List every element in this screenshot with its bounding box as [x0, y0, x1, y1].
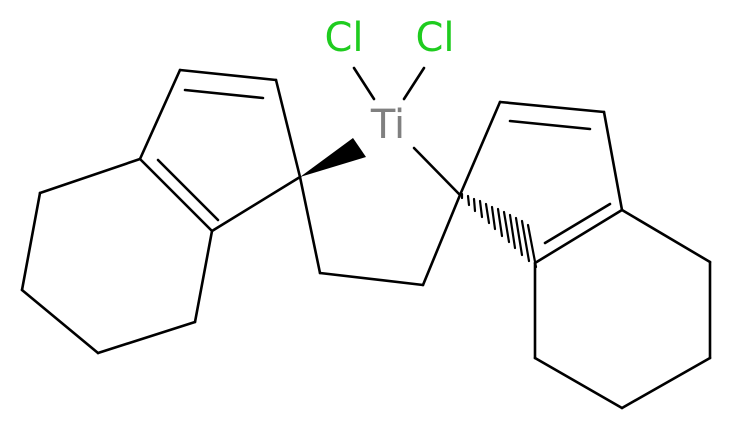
cl-left-atom-label: Cl — [324, 15, 363, 61]
cl-right-atom-label: Cl — [415, 15, 454, 61]
ti-atom-label: Ti — [370, 102, 405, 148]
bond-bridge-2 — [318, 271, 425, 287]
bond-left-ring-right — [274, 78, 302, 179]
hashed-bond-right-fused — [460, 192, 538, 269]
bond-left-ring-upper — [138, 68, 182, 161]
bond-bridge-3 — [421, 193, 462, 287]
bond-left-ring-top — [178, 68, 278, 82]
atom-labels: Ti Cl Cl — [324, 15, 454, 148]
bond-left-fused — [138, 157, 214, 233]
bond-ti-cl-right — [402, 66, 426, 101]
bond-right-ring-top — [498, 100, 606, 114]
bond-left-cyclohexane-3 — [20, 288, 100, 355]
bond-left-fused-inner — [156, 158, 220, 222]
bond-left-cyclohexane-1 — [38, 157, 142, 195]
bond-right-cyclohexane-1 — [620, 208, 712, 264]
bond-right-ring-upper — [458, 100, 502, 197]
bond-left-cyclohexane-5 — [193, 229, 214, 324]
bond-right-cyclohexane-3 — [620, 356, 712, 410]
stereo-bonds — [300, 138, 538, 269]
bond-right-fused-inner — [543, 202, 612, 245]
bond-ti-cl-left — [352, 66, 376, 101]
bond-right-cyclohexane-4 — [533, 356, 624, 410]
bond-right-fused — [533, 208, 624, 265]
bond-left-ring-top-inner — [183, 88, 265, 100]
bond-right-ring-top-inner — [508, 119, 592, 131]
bond-bridge-1 — [298, 175, 322, 275]
wedge-bond-left-ti — [300, 138, 366, 177]
bonds — [20, 66, 712, 410]
bond-left-cyclohexane-2 — [20, 191, 42, 292]
bond-left-ring-bottom — [210, 175, 302, 233]
bond-right-ring-right — [602, 110, 624, 212]
bond-ti-right-ring — [412, 146, 462, 197]
bond-left-cyclohexane-4 — [96, 320, 197, 355]
